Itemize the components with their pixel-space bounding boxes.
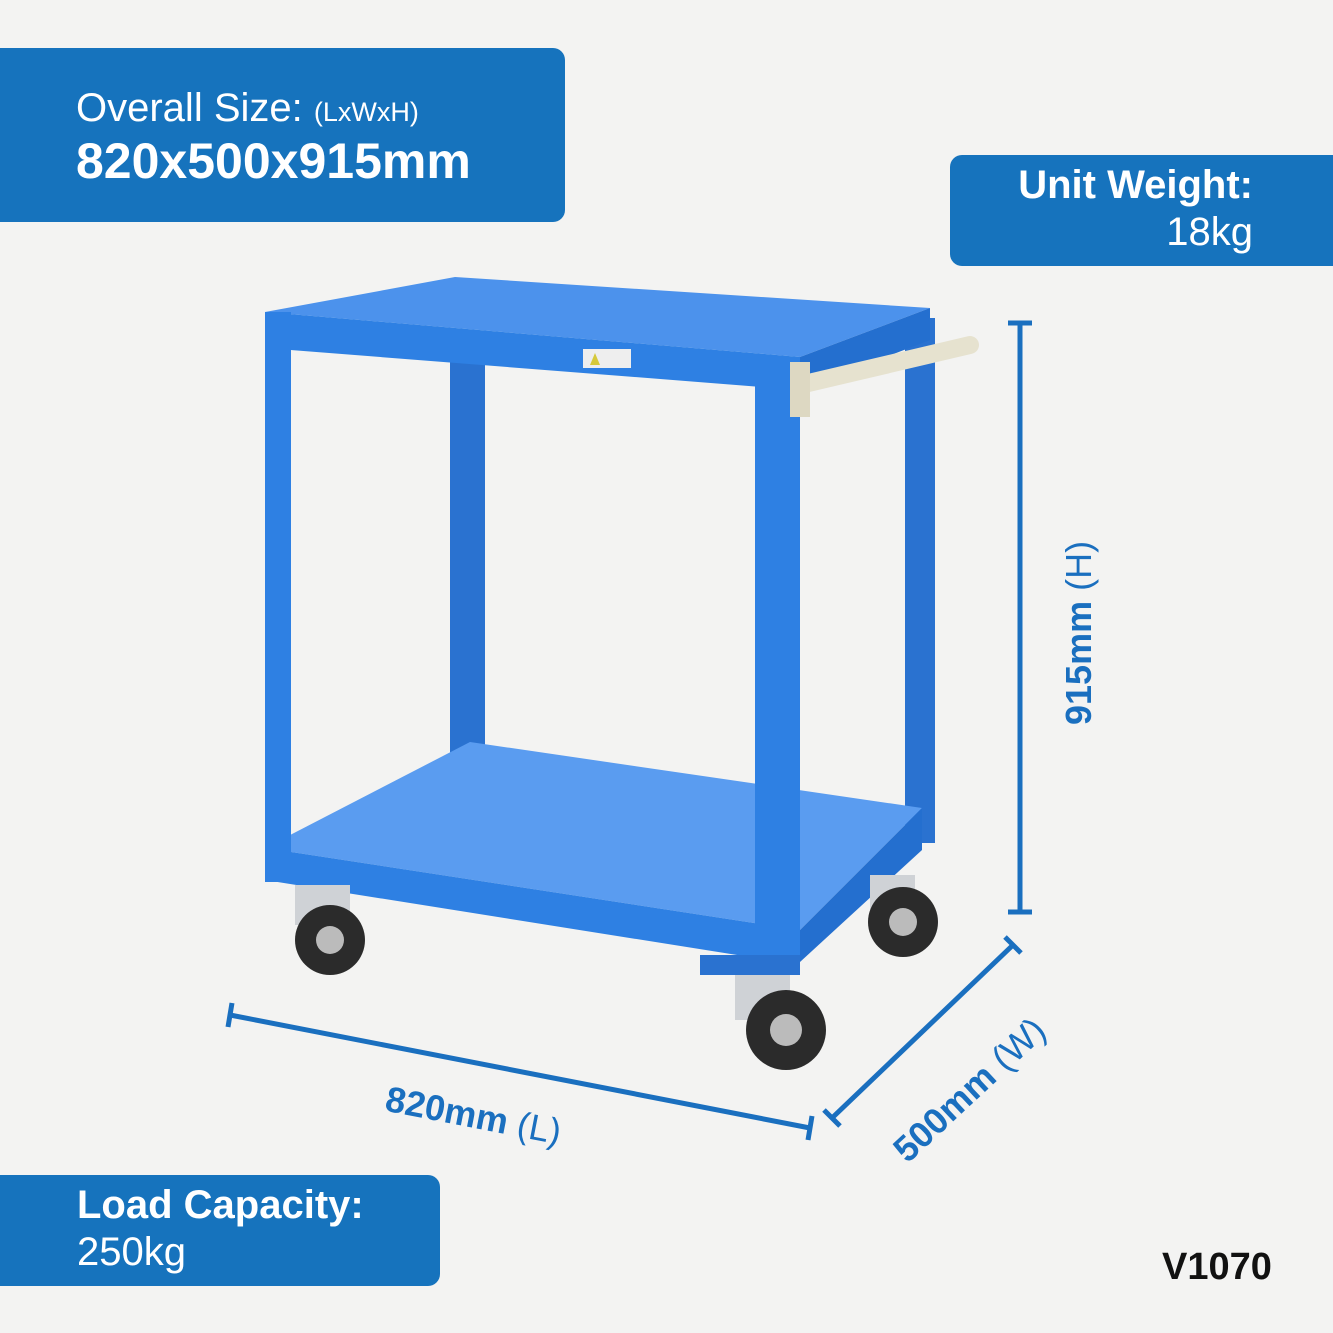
overall-size-value: 820x500x915mm [76, 133, 471, 189]
load-capacity-banner: Load Capacity: 250kg [0, 1175, 440, 1286]
unit-weight-value: 18kg [1166, 210, 1253, 254]
dimension-lines [225, 320, 1032, 1141]
product-code: V1070 [1162, 1246, 1272, 1288]
load-capacity-label: Load Capacity: [77, 1183, 364, 1227]
warning-label-icon [583, 349, 631, 368]
caster-wheel [735, 975, 826, 1070]
load-capacity-value: 250kg [77, 1230, 186, 1274]
handle [791, 336, 979, 394]
trolley [265, 277, 979, 1070]
caster-wheel [295, 885, 365, 975]
unit-weight-banner: Unit Weight: 18kg [950, 155, 1333, 266]
caster-wheel [868, 875, 938, 957]
overall-size-label: Overall Size: (LxWxH) [76, 86, 419, 130]
overall-size-banner: Overall Size: (LxWxH) 820x500x915mm [0, 48, 565, 222]
unit-weight-label: Unit Weight: [1018, 163, 1253, 207]
height-dimension: 915mm (H) [1058, 540, 1099, 725]
